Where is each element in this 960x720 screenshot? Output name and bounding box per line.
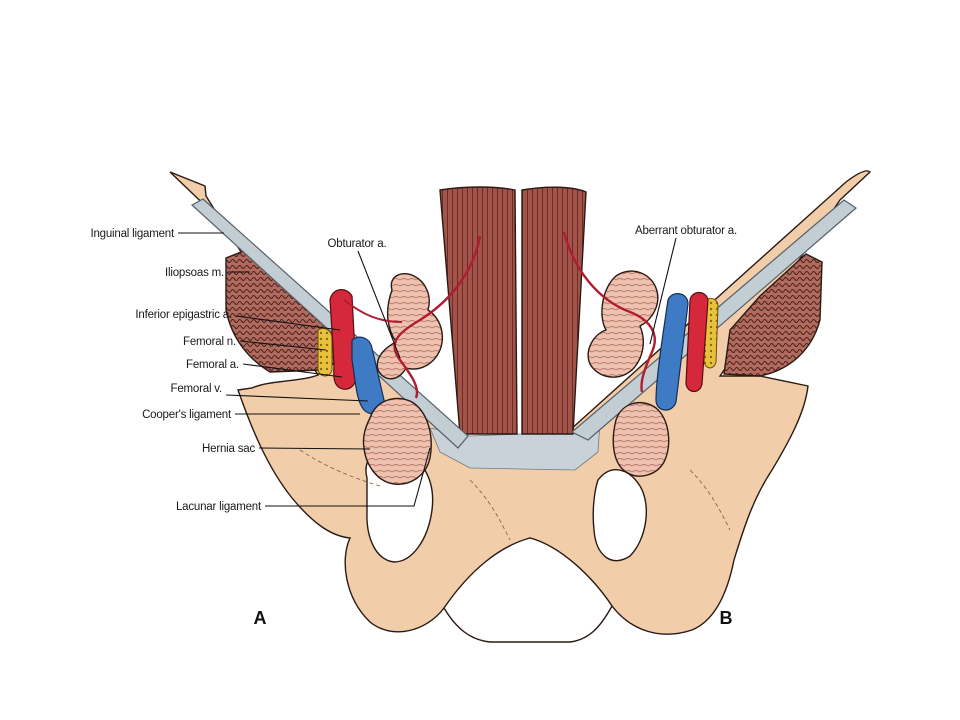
label-hernia-sac: Hernia sac — [202, 443, 255, 455]
label-inferior-epigastric: Inferior epigastric a. — [135, 309, 232, 321]
label-femoral-artery: Femoral a. — [186, 359, 239, 371]
label-femoral-nerve: Femoral n. — [183, 336, 236, 348]
obturator-artery — [393, 235, 482, 399]
label-aberrant-obturator-artery: Aberrant obturator a. — [635, 225, 737, 237]
inferior-epigastric-artery — [343, 299, 403, 323]
labels: Inguinal ligament Iliopsoas m. Inferior … — [90, 225, 737, 513]
panel-label-a: A — [254, 608, 267, 628]
right-femoral-nerve — [703, 297, 719, 369]
left-hernia-sac — [362, 397, 432, 485]
label-lacunar-ligament: Lacunar ligament — [176, 501, 262, 513]
label-femoral-vein: Femoral v. — [171, 383, 222, 395]
left-femoral-artery — [329, 289, 357, 390]
right-femoral-artery — [685, 291, 709, 393]
right-femoral-vein — [655, 293, 689, 411]
label-coopers-ligament: Cooper's ligament — [142, 409, 232, 421]
rectus-muscles — [439, 186, 587, 435]
aberrant-obturator-artery — [562, 231, 656, 393]
label-iliopsoas: Iliopsoas m. — [165, 267, 224, 279]
left-rectus-muscle — [439, 186, 518, 435]
label-obturator-artery: Obturator a. — [328, 238, 387, 250]
left-femoral-nerve — [317, 327, 333, 377]
leader-lines — [178, 232, 677, 507]
label-inguinal-ligament: Inguinal ligament — [90, 228, 175, 240]
panel-label-b: B — [720, 608, 733, 628]
right-rectus-muscle — [521, 186, 587, 435]
right-obturator-foramen — [592, 469, 647, 562]
right-femoral-bundle — [655, 291, 719, 411]
subpubic-arch — [443, 537, 613, 643]
right-iliopsoas-muscle — [723, 253, 823, 377]
right-hernia-sac — [612, 401, 670, 477]
pelvic-bone — [169, 170, 872, 643]
